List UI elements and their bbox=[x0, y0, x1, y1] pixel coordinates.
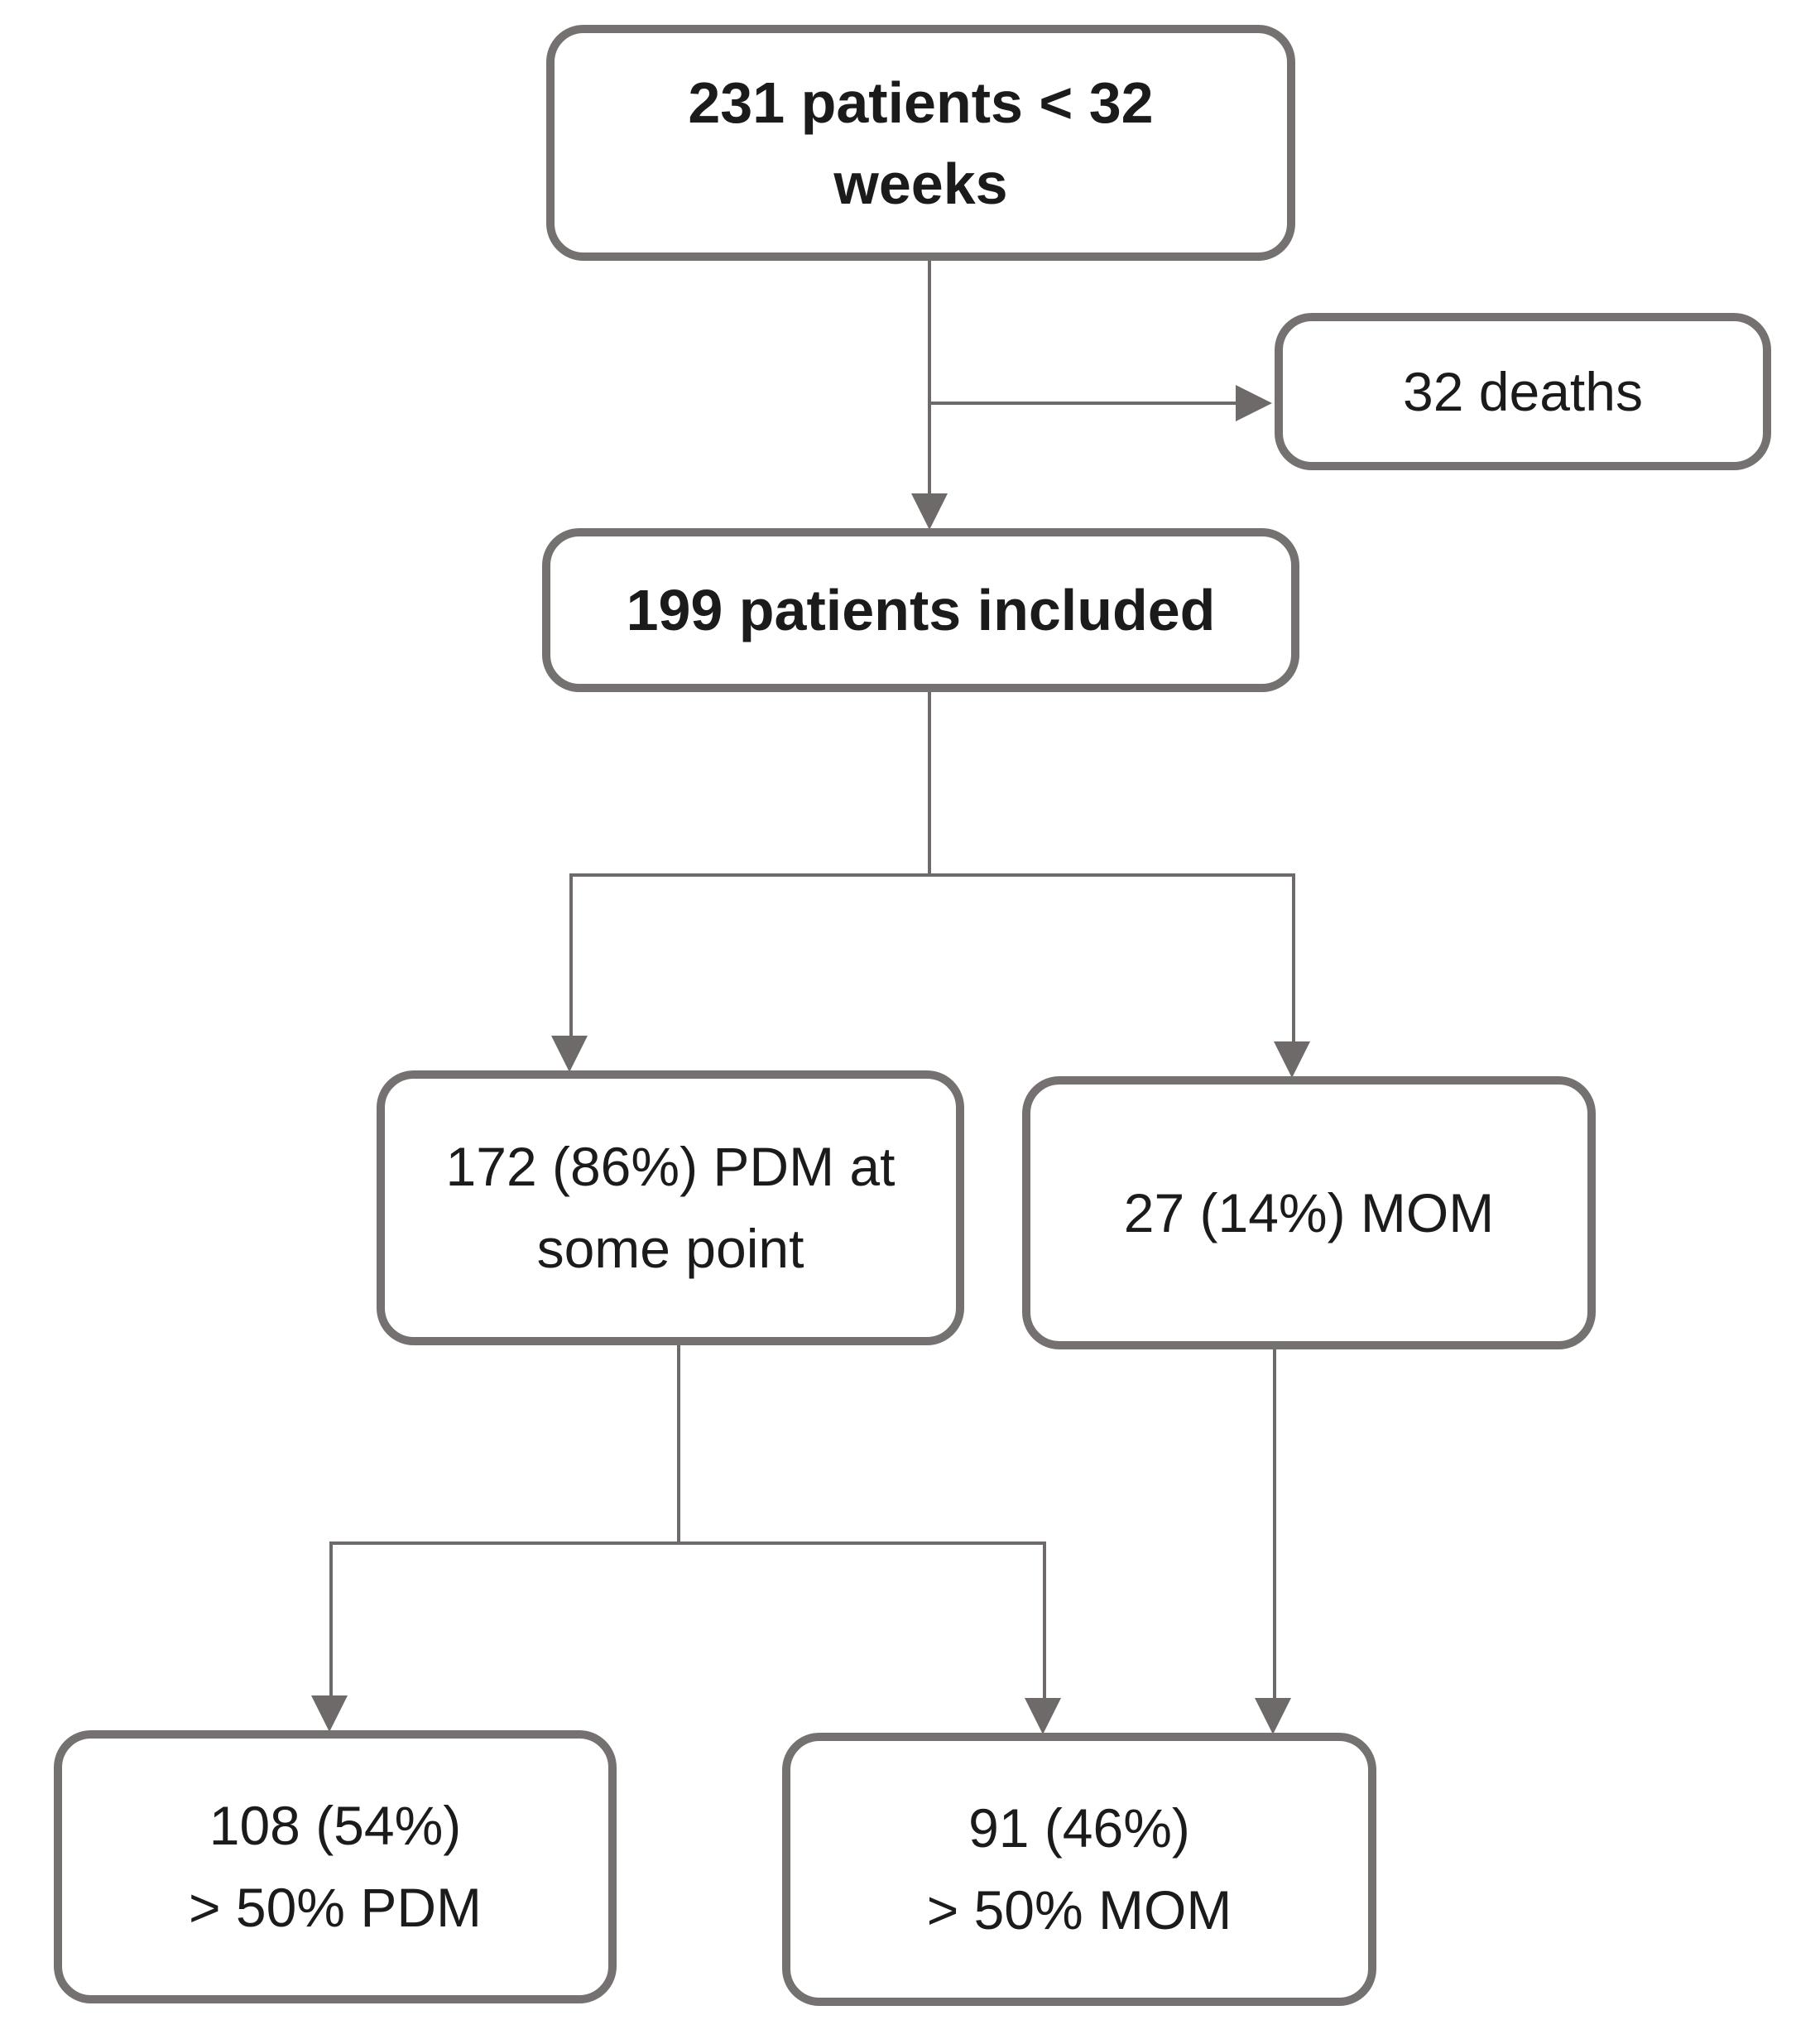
arrowhead-to-included bbox=[911, 493, 948, 530]
arrowhead-to-mom-majority-left bbox=[1025, 1698, 1061, 1734]
connector-split-pdm bbox=[569, 873, 573, 1039]
arrowhead-to-mom bbox=[1274, 1041, 1310, 1078]
node-pdm-any-point: 172 (86%) PDM at some point bbox=[377, 1070, 964, 1345]
connector-split-pdm-majority bbox=[329, 1541, 333, 1699]
arrowhead-to-mom-majority-right bbox=[1255, 1698, 1291, 1734]
connector-included-down bbox=[928, 692, 931, 877]
arrowhead-to-pdm-majority bbox=[311, 1695, 348, 1732]
connector-mom-down bbox=[1273, 1349, 1276, 1700]
connector-total-down bbox=[928, 261, 931, 500]
arrowhead-to-deaths bbox=[1236, 385, 1272, 421]
connector-pdm-split bbox=[329, 1541, 1046, 1545]
connector-included-split bbox=[569, 873, 1295, 877]
connector-total-deaths bbox=[929, 402, 1237, 405]
node-pdm-majority: 108 (54%) > 50% PDM bbox=[54, 1730, 617, 2003]
node-included-patients: 199 patients included bbox=[542, 528, 1299, 692]
node-mom: 27 (14%) MOM bbox=[1022, 1076, 1596, 1349]
connector-split-mom bbox=[1292, 873, 1295, 1045]
node-mom-majority: 91 (46%) > 50% MOM bbox=[782, 1733, 1376, 2006]
node-total-patients: 231 patients < 32 weeks bbox=[546, 25, 1295, 261]
arrowhead-to-pdm bbox=[551, 1036, 588, 1072]
connector-pdm-down bbox=[677, 1345, 680, 1545]
connector-split-mom-majority bbox=[1043, 1541, 1046, 1701]
node-deaths: 32 deaths bbox=[1275, 313, 1771, 470]
